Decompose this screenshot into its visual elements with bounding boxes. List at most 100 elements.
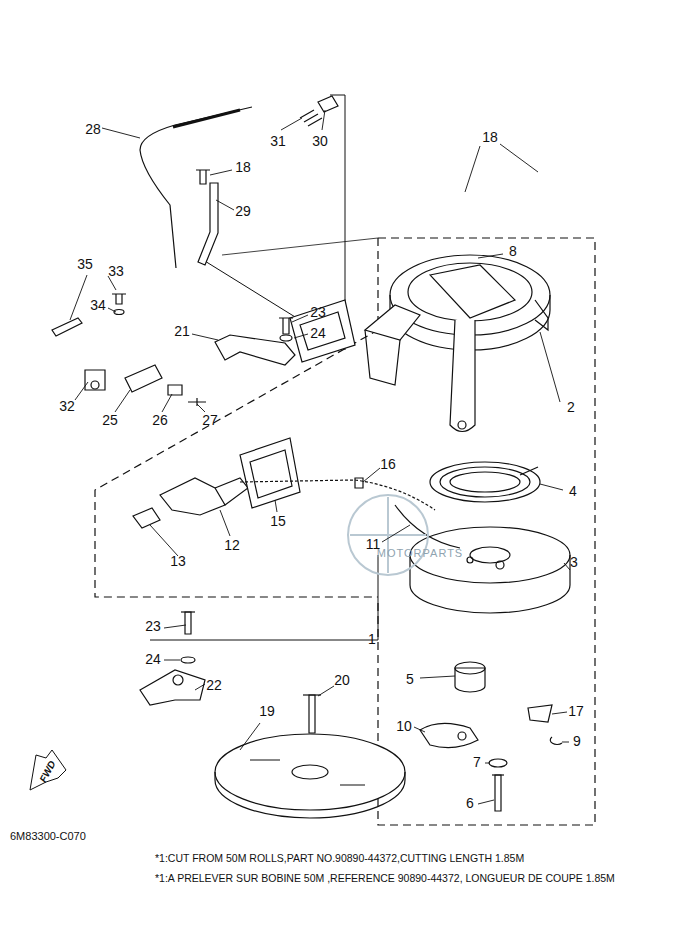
- starter-case: [430, 265, 515, 318]
- small-parts: [455, 662, 485, 674]
- throttle-cable: [173, 110, 240, 127]
- callout-number: 3: [570, 555, 578, 570]
- rope-guide: [240, 438, 300, 508]
- leader-line: [216, 200, 234, 210]
- link-parts: [85, 370, 105, 390]
- brackets: [215, 335, 295, 365]
- callout-number: 32: [59, 399, 75, 414]
- starter-case: [365, 330, 400, 385]
- callout-number: 29: [235, 204, 251, 219]
- rewind-spring: [430, 462, 540, 502]
- small-parts: [495, 775, 501, 811]
- footnote: *1:CUT FROM 50M ROLLS,PART NO.90890-4437…: [155, 852, 665, 865]
- group-outline: [222, 238, 378, 255]
- leader-line: [465, 144, 538, 192]
- group-bracket-line: [150, 640, 378, 641]
- callout-number: 4: [569, 484, 577, 499]
- leader-line: [478, 800, 494, 804]
- starter-case: [365, 305, 420, 340]
- leader-line: [363, 468, 380, 482]
- callout-number: 34: [90, 298, 106, 313]
- leader-line: [70, 275, 87, 320]
- fwd-arrow: [30, 750, 66, 790]
- callout-number: 10: [396, 719, 412, 734]
- starter-case: [408, 263, 532, 321]
- group-bracket-line: [150, 95, 378, 640]
- cover-plate: [292, 765, 328, 779]
- callout-number: 15: [270, 514, 286, 529]
- callout-number: 17: [568, 704, 584, 719]
- callout-number: 18: [235, 160, 251, 175]
- brackets: [280, 335, 292, 341]
- callout-number: 25: [102, 413, 118, 428]
- leader-line: [75, 382, 88, 400]
- leader-line: [195, 684, 205, 690]
- callout-number: 26: [152, 413, 168, 428]
- drawing-code: 6M83300-C070: [10, 830, 86, 842]
- callout-number: 21: [174, 324, 190, 339]
- group-bracket-line: [200, 258, 300, 320]
- rewind-spring: [440, 467, 530, 497]
- lower-bracket: [140, 612, 205, 705]
- watermark-logo: [350, 497, 426, 573]
- leader-line: [478, 254, 503, 258]
- sheave-drum: [470, 547, 510, 563]
- leader-line: [382, 525, 410, 542]
- brackets: [198, 183, 218, 265]
- callout-number: 16: [380, 457, 396, 472]
- callout-number: 19: [259, 704, 275, 719]
- leader-line: [164, 660, 180, 661]
- leader-line: [552, 712, 567, 714]
- small-parts: [458, 732, 466, 740]
- rope-guide: [250, 450, 292, 498]
- direction-mark: FWD: [37, 758, 57, 783]
- link-parts: [91, 381, 99, 389]
- sheave-drum: [496, 561, 504, 569]
- leader-line: [292, 315, 308, 322]
- starter-case: [365, 255, 550, 432]
- group-outline: [95, 238, 595, 825]
- leader-line: [414, 727, 425, 732]
- lower-bracket: [173, 675, 183, 685]
- leader-line: [150, 525, 178, 556]
- callout-number: 23: [145, 619, 161, 634]
- leader-line: [281, 118, 302, 130]
- small-parts: [528, 705, 552, 722]
- callout-number: 24: [310, 326, 326, 341]
- watermark-logo: [348, 495, 428, 575]
- lower-bracket: [181, 611, 195, 612]
- leader-line: [197, 404, 205, 412]
- leader-line: [192, 334, 218, 340]
- sheave-drum: [410, 527, 570, 613]
- callout-number: 6: [466, 796, 474, 811]
- leader-line: [322, 110, 325, 130]
- callout-number: 31: [270, 134, 286, 149]
- leader-line: [70, 110, 570, 804]
- leader-line: [540, 484, 563, 490]
- callout-number: 33: [108, 264, 124, 279]
- link-parts: [168, 385, 182, 395]
- rewind-spring: [430, 462, 540, 502]
- leader-line: [275, 500, 277, 512]
- throttle-cable: [140, 96, 338, 268]
- callout-number: 35: [77, 257, 93, 272]
- leader-line: [485, 763, 490, 764]
- small-parts: [455, 668, 485, 692]
- rewind-spring: [520, 467, 538, 475]
- watermark-logo: [348, 495, 428, 575]
- rope-guide: [290, 300, 355, 362]
- brackets: [196, 170, 210, 184]
- group-bracket-line: [378, 555, 379, 640]
- throttle-cable: [300, 110, 322, 126]
- leader-line: [220, 510, 230, 536]
- leader-line: [294, 334, 308, 338]
- leader-line: [210, 170, 232, 175]
- leader-line: [564, 563, 570, 570]
- cover-plate: [250, 760, 365, 785]
- small-parts: [420, 662, 562, 811]
- leader-line: [108, 308, 116, 312]
- small-parts: [550, 737, 562, 744]
- callout-number: 24: [145, 652, 161, 667]
- leader-line: [162, 394, 172, 412]
